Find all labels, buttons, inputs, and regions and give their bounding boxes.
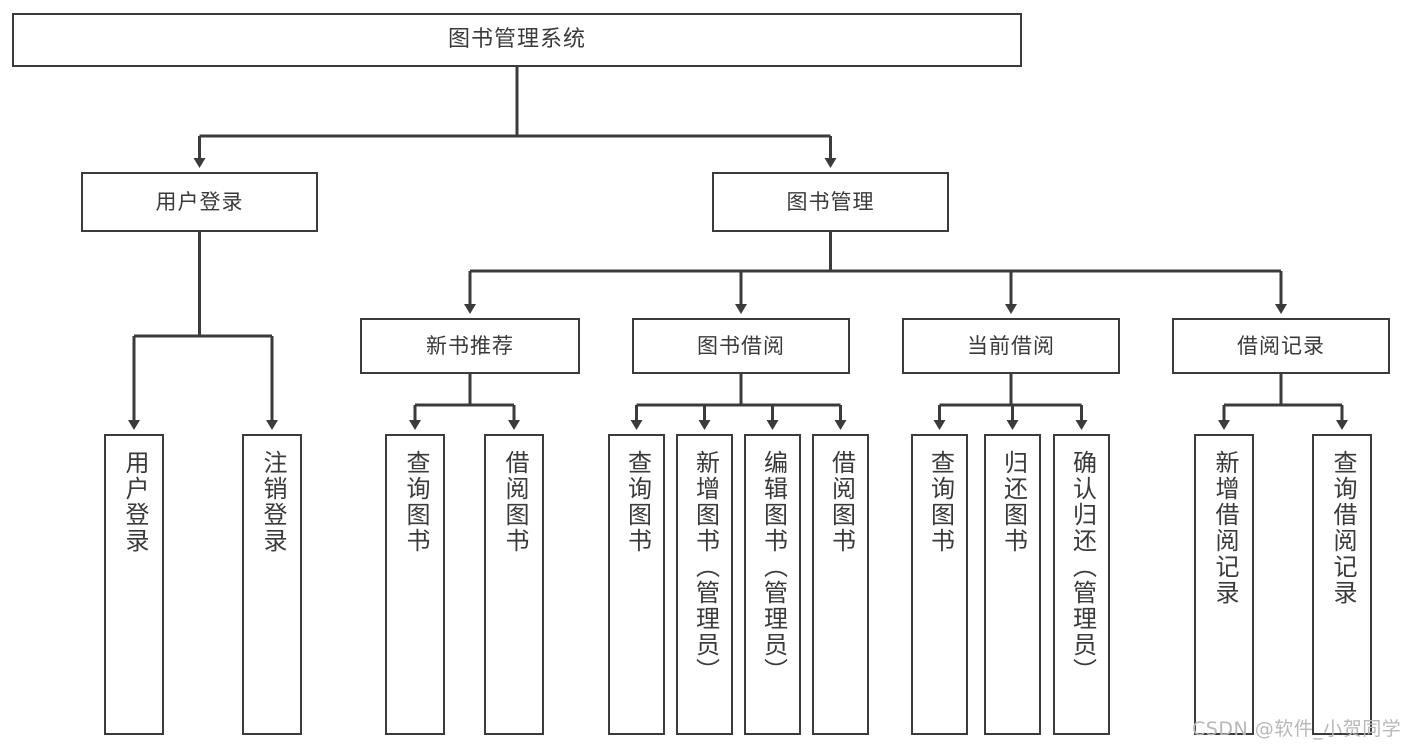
leaf-borrow-book-2[interactable]: 借阅图书	[812, 434, 869, 735]
leaf-user-login[interactable]: 用户登录	[104, 434, 164, 735]
leaf-borrow-book-1-label: 借阅图书	[500, 450, 529, 554]
node-root-label: 图书管理系统	[447, 27, 586, 53]
leaf-user-login-label: 用户登录	[120, 450, 149, 554]
node-current-borrow[interactable]: 当前借阅	[902, 318, 1120, 374]
leaf-logout-label: 注销登录	[258, 450, 287, 554]
leaf-return-book[interactable]: 归还图书	[984, 434, 1041, 735]
leaf-edit-book-label: 编辑图书（管理员）	[759, 450, 788, 684]
csdn-watermark: CSDN @软件_小贺同学	[1192, 714, 1401, 741]
leaf-query-book-1[interactable]: 查询图书	[385, 434, 445, 735]
node-new-book-recommend-label: 新书推荐	[426, 333, 514, 358]
node-book-manage[interactable]: 图书管理	[712, 172, 949, 232]
leaf-query-book-3[interactable]: 查询图书	[911, 434, 968, 735]
node-new-book-recommend[interactable]: 新书推荐	[360, 318, 580, 374]
leaf-return-book-label: 归还图书	[999, 450, 1028, 554]
leaf-query-record[interactable]: 查询借阅记录	[1312, 434, 1372, 735]
node-borrow-record[interactable]: 借阅记录	[1172, 318, 1390, 374]
leaf-confirm-return[interactable]: 确认归还（管理员）	[1053, 434, 1110, 735]
node-book-borrow-label: 图书借阅	[697, 333, 785, 358]
leaf-query-book-1-label: 查询图书	[401, 450, 430, 554]
node-user-login[interactable]: 用户登录	[81, 172, 318, 232]
leaf-add-book[interactable]: 新增图书（管理员）	[676, 434, 733, 735]
node-current-borrow-label: 当前借阅	[967, 333, 1055, 358]
leaf-edit-book[interactable]: 编辑图书（管理员）	[744, 434, 801, 735]
leaf-logout[interactable]: 注销登录	[242, 434, 302, 735]
leaf-confirm-return-label: 确认归还（管理员）	[1068, 450, 1097, 684]
leaf-add-record[interactable]: 新增借阅记录	[1194, 434, 1254, 735]
node-borrow-record-label: 借阅记录	[1237, 333, 1325, 358]
leaf-query-book-2[interactable]: 查询图书	[608, 434, 665, 735]
csdn-watermark-text: CSDN @软件_小贺同学	[1192, 718, 1402, 740]
leaf-query-book-2-label: 查询图书	[623, 450, 652, 554]
leaf-add-record-label: 新增借阅记录	[1210, 450, 1239, 606]
leaf-query-book-3-label: 查询图书	[926, 450, 955, 554]
leaf-query-record-label: 查询借阅记录	[1328, 450, 1357, 606]
node-book-manage-label: 图书管理	[786, 189, 875, 214]
node-book-borrow[interactable]: 图书借阅	[632, 318, 850, 374]
node-user-login-label: 用户登录	[155, 189, 244, 214]
leaf-add-book-label: 新增图书（管理员）	[691, 450, 720, 684]
node-root[interactable]: 图书管理系统	[12, 13, 1022, 67]
leaf-borrow-book-2-label: 借阅图书	[827, 450, 856, 554]
leaf-borrow-book-1[interactable]: 借阅图书	[484, 434, 544, 735]
